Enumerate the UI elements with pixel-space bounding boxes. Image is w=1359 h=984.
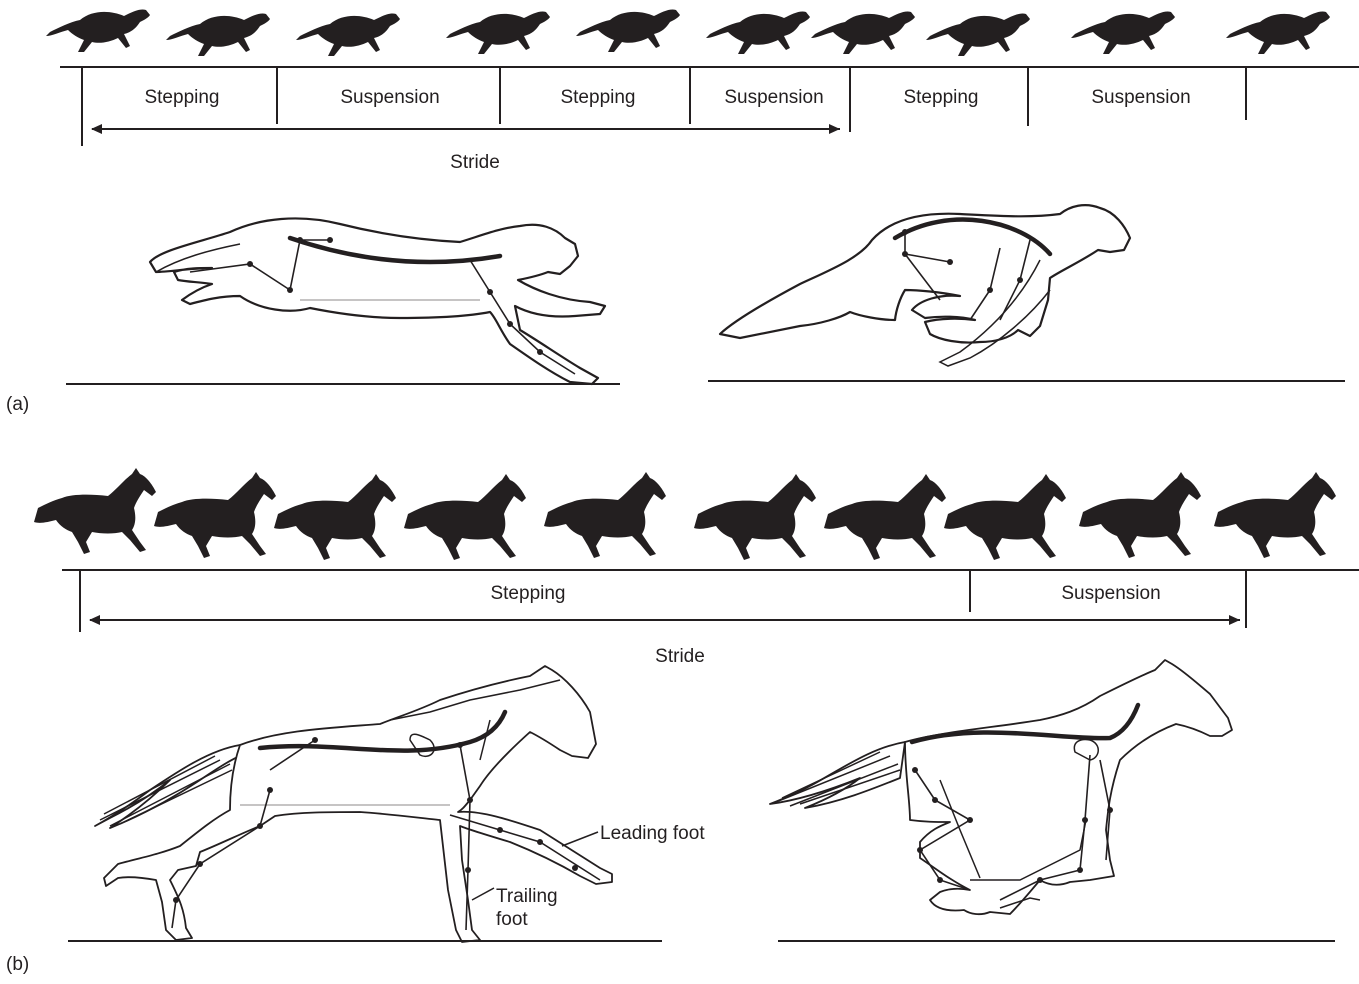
cheetah-phase-label: Suspension <box>1091 87 1190 108</box>
cheetah-extended-figure <box>150 218 605 384</box>
horse-stride-label: Stride <box>655 646 705 667</box>
trailing-foot-leader <box>472 888 494 900</box>
cheetah-stride-label: Stride <box>450 152 500 173</box>
trailing-foot-label: Trailing <box>496 886 558 907</box>
panel-label-a: (a) <box>6 394 29 415</box>
cheetah-silhouette-strip <box>46 9 1330 56</box>
leading-foot-label: Leading foot <box>600 823 705 844</box>
cheetah-phase-dividers <box>82 67 1246 146</box>
cheetah-phase-label: Stepping <box>903 87 978 108</box>
cheetah-phase-label: Stepping <box>144 87 219 108</box>
horse-silhouette-strip <box>34 468 1336 560</box>
cheetah-phase-label: Suspension <box>340 87 439 108</box>
horse-phase-label: Suspension <box>1061 583 1160 604</box>
panel-label-b: (b) <box>6 954 29 975</box>
cheetah-phase-label: Stepping <box>560 87 635 108</box>
trailing-foot-label: foot <box>496 909 528 930</box>
cheetah-phase-label: Suspension <box>724 87 823 108</box>
horse-suspension-figure <box>770 660 1232 914</box>
leading-foot-leader <box>562 832 598 846</box>
horse-phase-label: Stepping <box>490 583 565 604</box>
cheetah-gathered-figure <box>720 205 1130 366</box>
